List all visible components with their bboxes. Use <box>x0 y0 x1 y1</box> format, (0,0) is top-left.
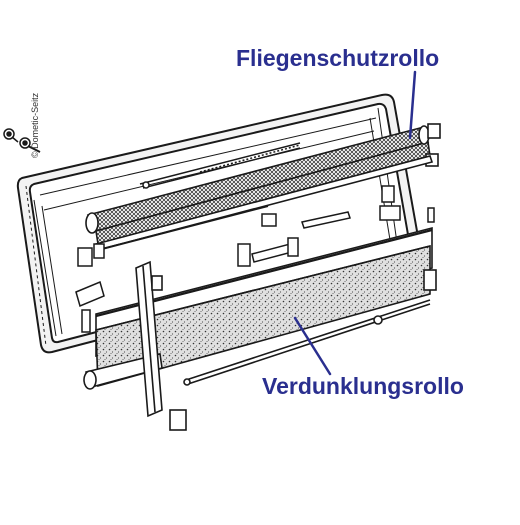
side-guide-rail <box>135 260 187 431</box>
mounting-screws <box>3 128 41 153</box>
leader-blackout-blind <box>293 316 332 376</box>
lower-spring-rod <box>183 299 431 386</box>
label-insect-screen: Fliegenschutzrollo <box>236 45 440 71</box>
upper-spring-rod <box>139 142 301 189</box>
leader-lines <box>293 70 417 376</box>
copyright-note: © Dometic-Seitz <box>30 92 40 158</box>
leader-insect-screen <box>408 70 417 140</box>
clips-and-brackets <box>75 185 435 333</box>
label-blackout-blind: Verdunklungsrollo <box>262 373 464 399</box>
insect-screen-roller <box>85 123 441 251</box>
